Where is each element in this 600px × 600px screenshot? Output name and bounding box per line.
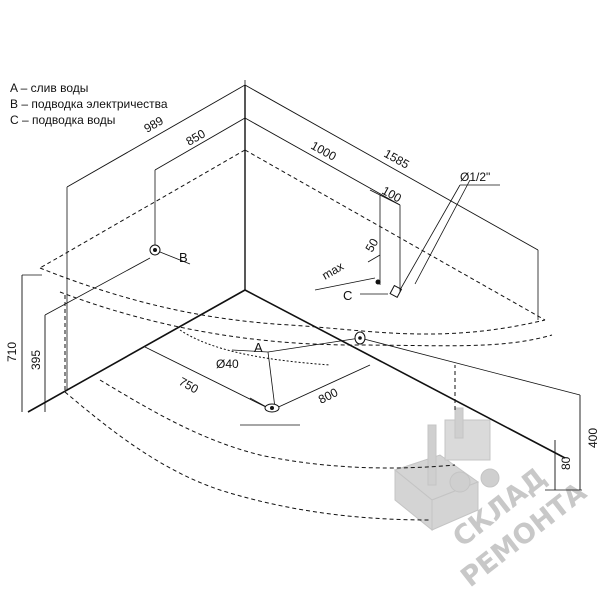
drain-outlet [264,403,280,413]
pipe-leader [399,184,461,291]
watermark: СКЛАД РЕМОНТА [393,407,593,594]
label-c: C [343,288,352,303]
dim-1585: 1585 [382,146,412,171]
dim-1000: 1000 [309,138,339,163]
electric-outlet [149,244,161,256]
floor-edge-left [27,289,246,413]
dim-40: Ø40 [216,357,239,371]
forklift-icon [393,407,500,532]
tub-inner-contour [179,329,331,366]
label-b: B [179,250,188,265]
dim-50: 50 [362,236,381,255]
dim-395: 395 [29,350,43,370]
dim-400: 400 [586,428,600,448]
tub-outline [39,149,553,521]
water-inlet [389,284,403,298]
drain-leader [267,337,361,353]
dim-line-1585 [244,84,539,251]
dim-line-850 [154,117,246,171]
dim-710: 710 [5,342,19,362]
dim-pipe: Ø1/2" [460,170,490,184]
dim-line-800 [271,364,371,411]
legend-item-a: A – слив воды [10,81,89,95]
legend-item-c: C – подводка воды [10,113,116,127]
legend-item-b: B – подводка электричества [10,97,168,111]
dim-line-1000 [244,117,401,206]
overflow-outlet [354,331,366,345]
dim-line-750 [144,346,273,411]
legend: A – слив воды B – подводка электричества… [10,80,168,128]
dim-100: 100 [380,183,405,205]
dim-850: 850 [184,126,209,148]
dim-line-989 [66,84,246,188]
dim-80: 80 [559,456,573,470]
dim-750: 750 [177,374,202,396]
water-inlet-dot [375,279,381,285]
label-a: A [254,340,263,355]
floor-edge-right [244,289,566,459]
dim-max: max [320,259,347,282]
